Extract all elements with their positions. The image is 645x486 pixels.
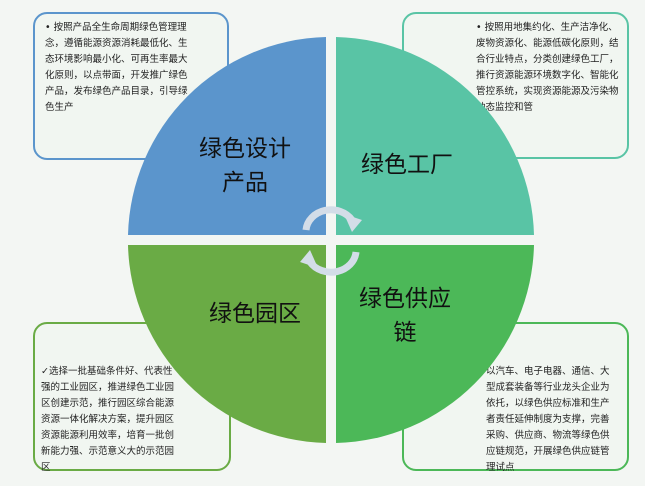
quadrant-bottom-right <box>336 245 534 443</box>
bullet: • <box>476 22 482 33</box>
description-green-design-product: 按照产品全生命周期绿色管理理念，遵循能源资源消耗最低化、生态环境影响最小化、可再… <box>45 22 188 113</box>
quadrant-top-right <box>336 37 534 235</box>
quadrant-top-left <box>128 37 326 235</box>
quadrant-title-green-design-product: 绿色设计 产品 <box>199 136 291 196</box>
bullet: • <box>45 22 51 33</box>
description-green-supply-chain: 以汽车、电子电器、通信、大型成套装备等行业龙头企业为依托，以绿色供应标准和生产者… <box>486 366 610 473</box>
description-green-park: 选择一批基础条件好、代表性强的工业园区，推进绿色工业园区创建示范，推行园区综合能… <box>41 366 175 473</box>
quadrant-title-green-factory: 绿色工厂 <box>361 152 453 178</box>
description-green-factory: 按照用地集约化、生产洁净化、废物资源化、能源低碳化原则，结合行业特点，分类创建绿… <box>476 22 619 113</box>
description-box-green-factory: • 按照用地集约化、生产洁净化、废物资源化、能源低碳化原则，结合行业特点，分类创… <box>402 12 629 159</box>
quadrant-title-green-supply-chain: 绿色供应 链 <box>359 286 451 346</box>
quadrant-title-green-park: 绿色园区 <box>209 301 301 327</box>
check-icon: ✓ <box>41 366 49 377</box>
quadrant-bottom-left <box>128 245 326 443</box>
description-box-green-design-product: • 按照产品全生命周期绿色管理理念，遵循能源资源消耗最低化、生态环境影响最小化、… <box>33 12 229 160</box>
